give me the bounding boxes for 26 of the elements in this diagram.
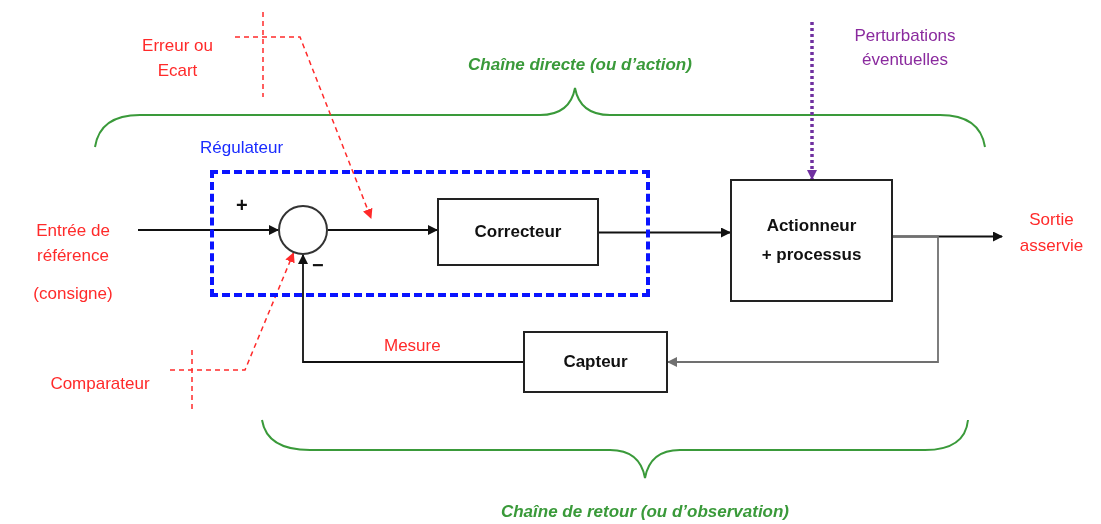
annotation-text: Entrée de référence — [35, 219, 111, 268]
leader-arrow — [807, 22, 817, 180]
group-heading: Régulateur — [200, 138, 284, 158]
signal-arrow — [327, 225, 438, 235]
signal-arrow — [667, 235, 939, 367]
leader-arrow — [234, 36, 373, 219]
leader-arrow — [169, 252, 295, 371]
signal-arrow — [598, 227, 731, 238]
annotation-text: Comparateur — [50, 373, 150, 396]
annotation-text: Erreur ou Ecart — [141, 34, 214, 82]
annotation-text: (consigne) — [33, 282, 113, 305]
block-box — [730, 179, 893, 302]
sign-label: + — [236, 195, 248, 215]
signal-arrow — [137, 225, 279, 235]
signal-arrow — [298, 254, 524, 363]
annotation-text: Sortie asservie — [1018, 209, 1085, 257]
block-box — [523, 331, 668, 393]
summing-junction-circle — [278, 205, 328, 255]
block-label: Capteur — [563, 352, 628, 372]
block-label: Correcteur — [474, 222, 562, 242]
chain-title: Chaîne directe (ou d’action) — [467, 54, 693, 76]
sign-label: − — [312, 255, 324, 275]
chain-title: Chaîne de retour (ou d’observation) — [499, 501, 791, 523]
annotation-text: Perturbations éventuelles — [853, 25, 957, 71]
block-box — [437, 198, 599, 266]
block-label: Actionneur + processus — [761, 214, 862, 266]
